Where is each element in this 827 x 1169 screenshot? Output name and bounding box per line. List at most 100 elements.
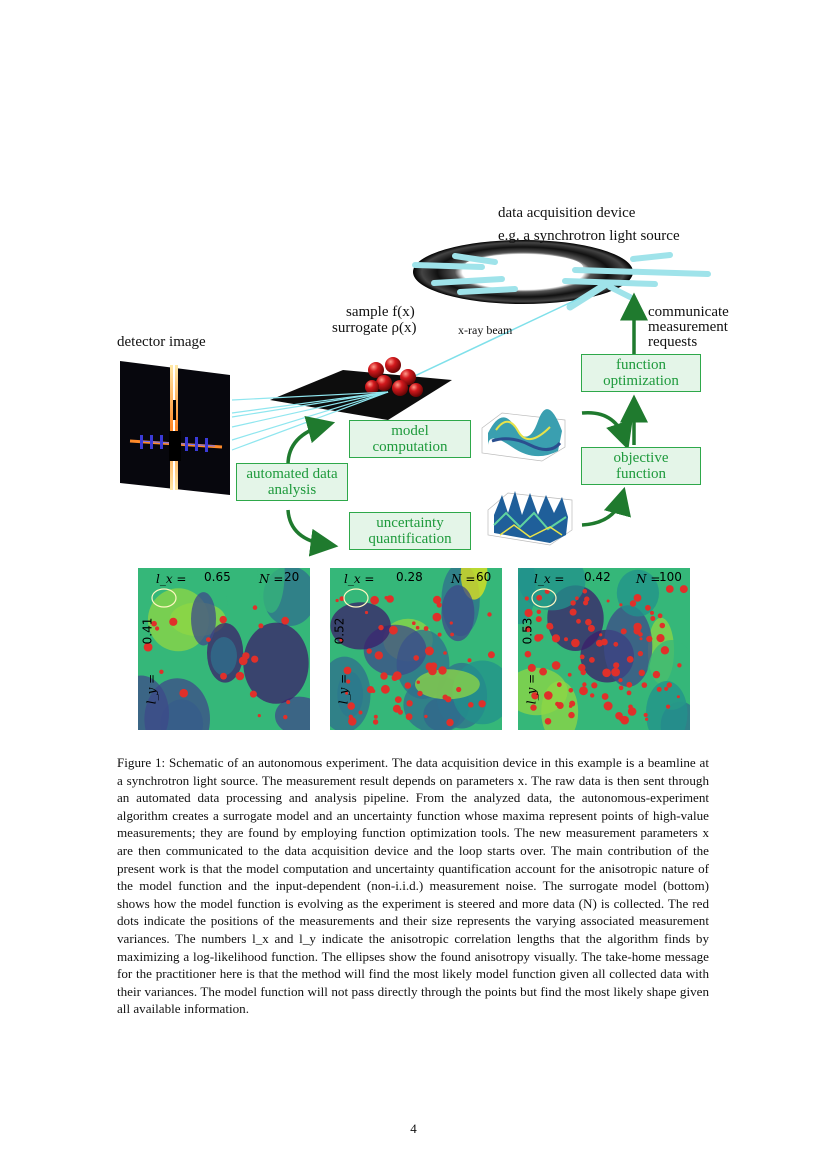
ly-label: l_y = [524,673,539,705]
device-subtitle: e.g. a synchrotron light source [498,228,680,244]
measurement-dot [589,657,595,663]
measurement-dot [346,679,351,684]
measurement-dot [638,669,645,676]
measurement-dot [438,666,447,675]
measurement-dot [445,696,452,703]
measurement-dot [539,667,547,676]
communicate-label-2: measurement [648,319,728,335]
measurement-dot [584,596,590,602]
measurement-dot [412,621,416,625]
anisotropy-ellipse [531,588,557,608]
surrogate-panel-2: l_x = 0.28 N = 60 0.52 l_y = [330,568,502,730]
measurement-dot [364,610,369,615]
measurement-dot [570,600,576,606]
model-surface-plot-icon [481,409,566,462]
measurement-dot [567,672,572,677]
measurement-dot [618,685,624,691]
measurement-dot [579,686,588,696]
ly-label: l_y = [144,673,159,705]
measurement-dot [535,616,542,623]
lx-label: l_x = [344,572,375,586]
measurement-dot [620,715,629,725]
measurement-dot [424,646,434,656]
measurement-dot [405,713,413,721]
measurement-dot [602,668,611,678]
measurement-dot [449,621,453,625]
sample-plate-icon [270,357,452,420]
measurement-dot [251,655,259,663]
measurement-dot [219,615,227,624]
measurement-dot [587,624,595,632]
n-value: 60 [476,570,492,584]
measurement-dot [257,714,261,718]
box-line: quantification [368,531,452,547]
measurement-dot [432,612,442,622]
measurement-dot [556,682,562,688]
measurement-dot [613,662,620,669]
measurement-dot [578,663,586,672]
measurement-dot [372,719,379,725]
function-optimization-box: function optimization [581,354,701,392]
measurement-dot [628,704,633,710]
heatmap-blobs [330,568,502,730]
measurement-dot [373,714,378,719]
measurement-dot [650,616,656,621]
measurement-dot [478,700,486,708]
measurement-dot [252,605,258,610]
measurement-dot [618,678,623,683]
n-label: N = [636,572,661,586]
measurement-dot [534,634,542,642]
measurement-dot [530,704,537,711]
measurement-dot [643,712,648,718]
measurement-dot [467,658,472,663]
measurement-dot [564,637,568,642]
measurement-dot [370,595,379,605]
box-line: objective [613,450,669,466]
box-line: computation [372,439,448,455]
measurement-dot [235,671,245,681]
anisotropy-ellipse [343,588,369,608]
measurement-dot [151,620,157,627]
lx-label: l_x = [534,572,565,586]
measurement-dot [348,717,357,726]
lx-value: 0.28 [396,570,423,584]
scattered-rays [231,391,389,451]
measurement-dot [374,651,383,660]
measurement-dot [456,686,462,693]
measurement-dot [659,622,666,629]
detector-label: detector image [117,334,206,350]
measurement-dot [637,650,644,657]
measurement-dot [611,667,620,677]
ly-value: 0.41 [140,617,155,645]
n-label: N = [451,572,476,586]
measurement-dot [179,688,188,698]
page-number: 4 [410,1121,417,1136]
measurement-dot [571,638,580,648]
heatmap-blobs [518,568,690,730]
measurement-dot [544,691,553,700]
box-line: optimization [603,373,679,389]
measurement-dots [143,605,291,720]
communicate-label-3: requests [648,334,698,350]
measurement-dot [281,616,290,625]
model-computation-box: model computation [349,420,471,458]
measurement-dot [536,609,541,614]
measurement-dot [639,637,643,641]
surrogate-label: surrogate ρ(x) [332,320,417,336]
measurement-dot [206,637,211,642]
measurement-dot [679,585,688,594]
measurement-dot [423,626,429,631]
x-ray-beam-line [384,297,581,391]
measurement-dot [524,596,529,601]
ly-label: l_y = [336,673,351,705]
measurement-dot [619,603,623,607]
box-line: analysis [267,482,317,498]
measurement-dot [641,682,648,688]
measurement-dot [657,613,663,619]
measurement-dot [345,691,349,695]
measurement-dot [413,655,419,661]
surrogate-panel-3: l_x = 0.42 N = 100 0.53 l_y = [518,568,690,730]
measurement-dot [656,686,662,692]
lx-value: 0.42 [584,570,611,584]
measurement-dot [416,680,420,684]
